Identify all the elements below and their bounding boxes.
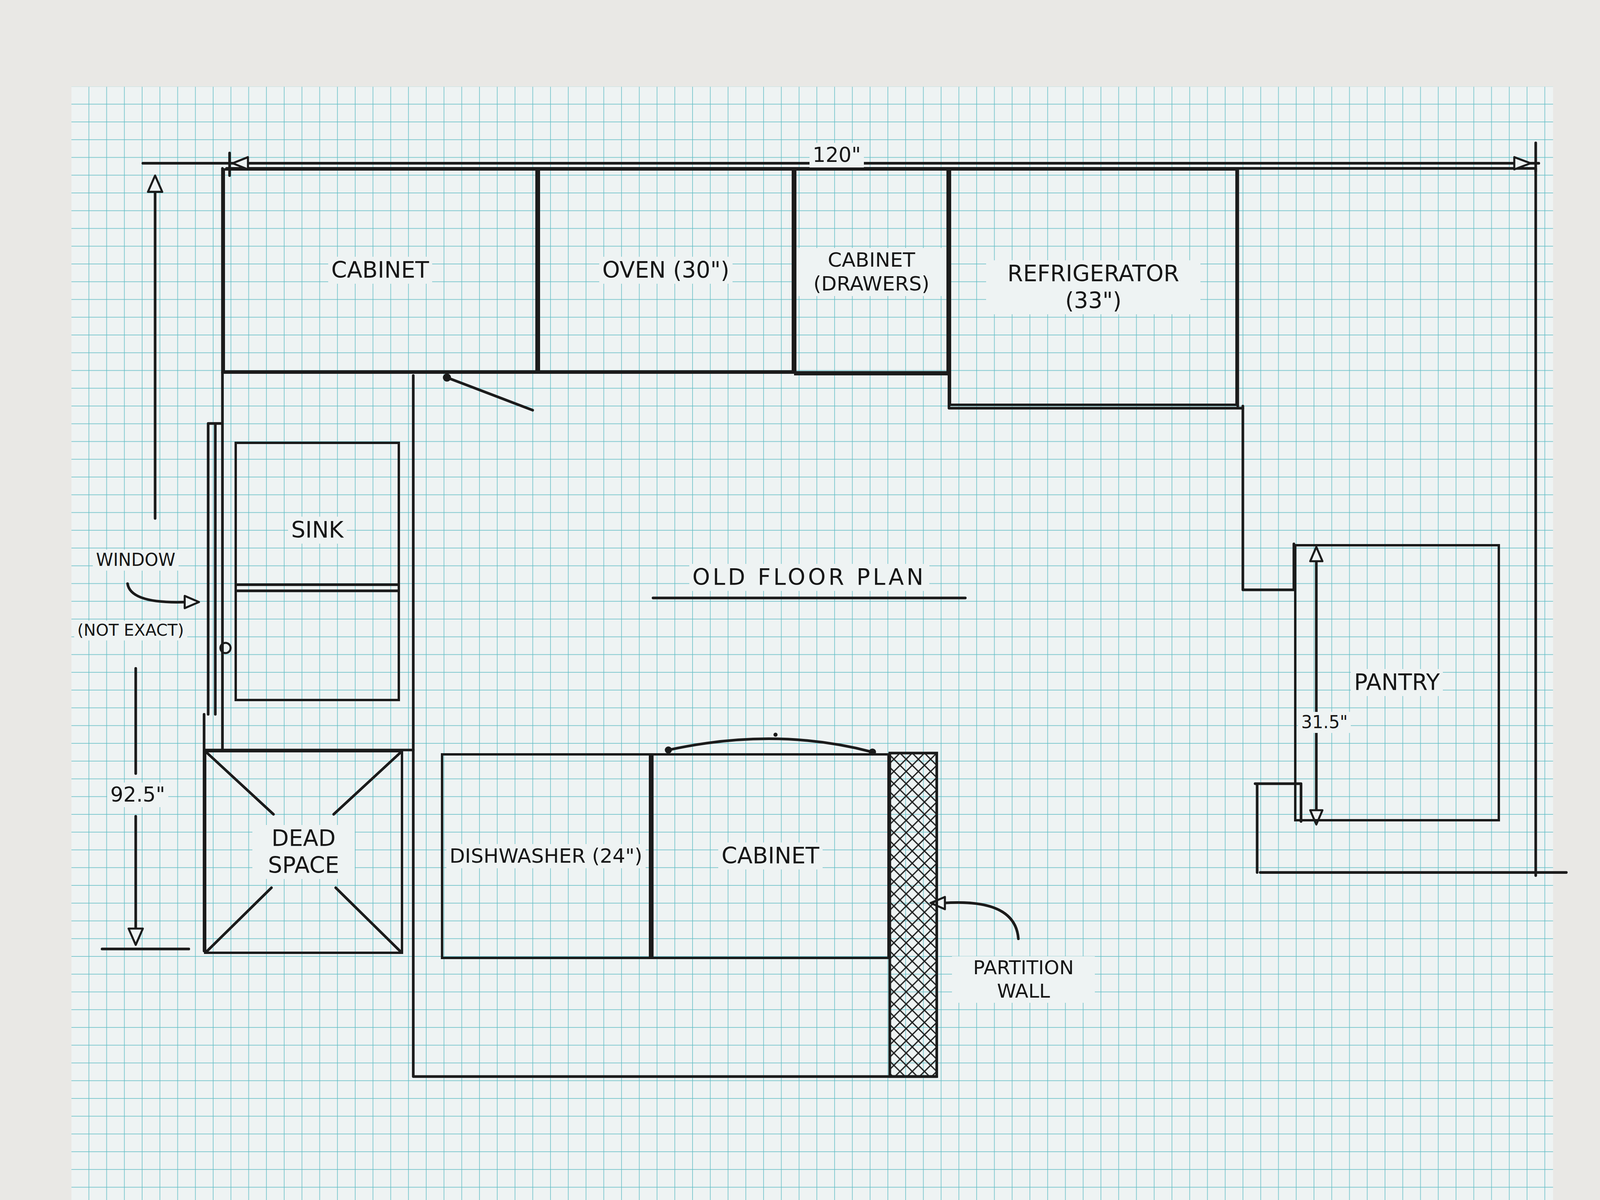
dimension-line (1315, 559, 1318, 815)
counter-line (222, 372, 1243, 409)
box-label: CABINET (718, 842, 823, 870)
dimension-label: 31.5" (1298, 711, 1351, 733)
paper-grid (71, 86, 1554, 1200)
dead-space-cross (205, 751, 401, 952)
note-label: WINDOW (92, 549, 179, 571)
title-underline (653, 596, 966, 600)
partition-wall (889, 753, 937, 1077)
leader-line (127, 583, 187, 603)
door-swing (446, 377, 533, 410)
arrowheads (128, 157, 1531, 945)
wall-line (1237, 168, 1294, 590)
hinge-dot (664, 746, 672, 754)
plan-box: DISHWASHER (24") (440, 753, 652, 960)
note-label: (NOT EXACT) (74, 620, 188, 641)
arrowhead (1310, 546, 1323, 562)
door-swing (668, 738, 873, 752)
plan-box: CABINET (651, 753, 891, 960)
peninsula-line (413, 375, 937, 1077)
box-label: SINK (288, 516, 347, 544)
plan-box: PANTRY (1294, 544, 1500, 822)
plan-box: REFRIGERATOR (33") (948, 168, 1238, 406)
plan-title: OLD FLOOR PLAN (689, 563, 930, 591)
plan-box: OVEN (30") (537, 168, 794, 373)
box-label: OVEN (30") (599, 256, 733, 284)
graph-paper (71, 86, 1554, 1200)
box-label: DISHWASHER (24") (446, 844, 646, 869)
arrowhead (148, 175, 163, 192)
arrowhead (1514, 157, 1531, 170)
arrowhead (1310, 810, 1323, 825)
window-latch (220, 642, 231, 654)
leader-line (942, 902, 1019, 939)
box-label: REFRIGERATOR (33") (986, 260, 1201, 315)
box-label: CABINET (328, 256, 433, 284)
hinge-dot (442, 373, 452, 382)
dimension-label: 92.5" (107, 782, 169, 808)
box-label: DEAD SPACE (252, 825, 355, 879)
hinge-dot (773, 732, 778, 737)
box-label: CABINET (DRAWERS) (796, 248, 947, 297)
box-label: PANTRY (1350, 669, 1443, 697)
wall-line (203, 168, 414, 951)
arrowhead (184, 596, 199, 609)
plan-box: DEAD SPACE (203, 750, 403, 954)
sink-divider (236, 584, 399, 591)
plan-lines (101, 142, 1567, 1077)
callout-label: PARTITION WALL (951, 956, 1095, 1003)
arrowhead (232, 157, 249, 170)
plan-box: CABINET (222, 168, 539, 373)
plan-box: CABINET (DRAWERS) (794, 168, 950, 376)
dimension-label: 120" (809, 142, 865, 168)
arrowhead (128, 928, 143, 945)
plan-box: SINK (234, 441, 400, 701)
